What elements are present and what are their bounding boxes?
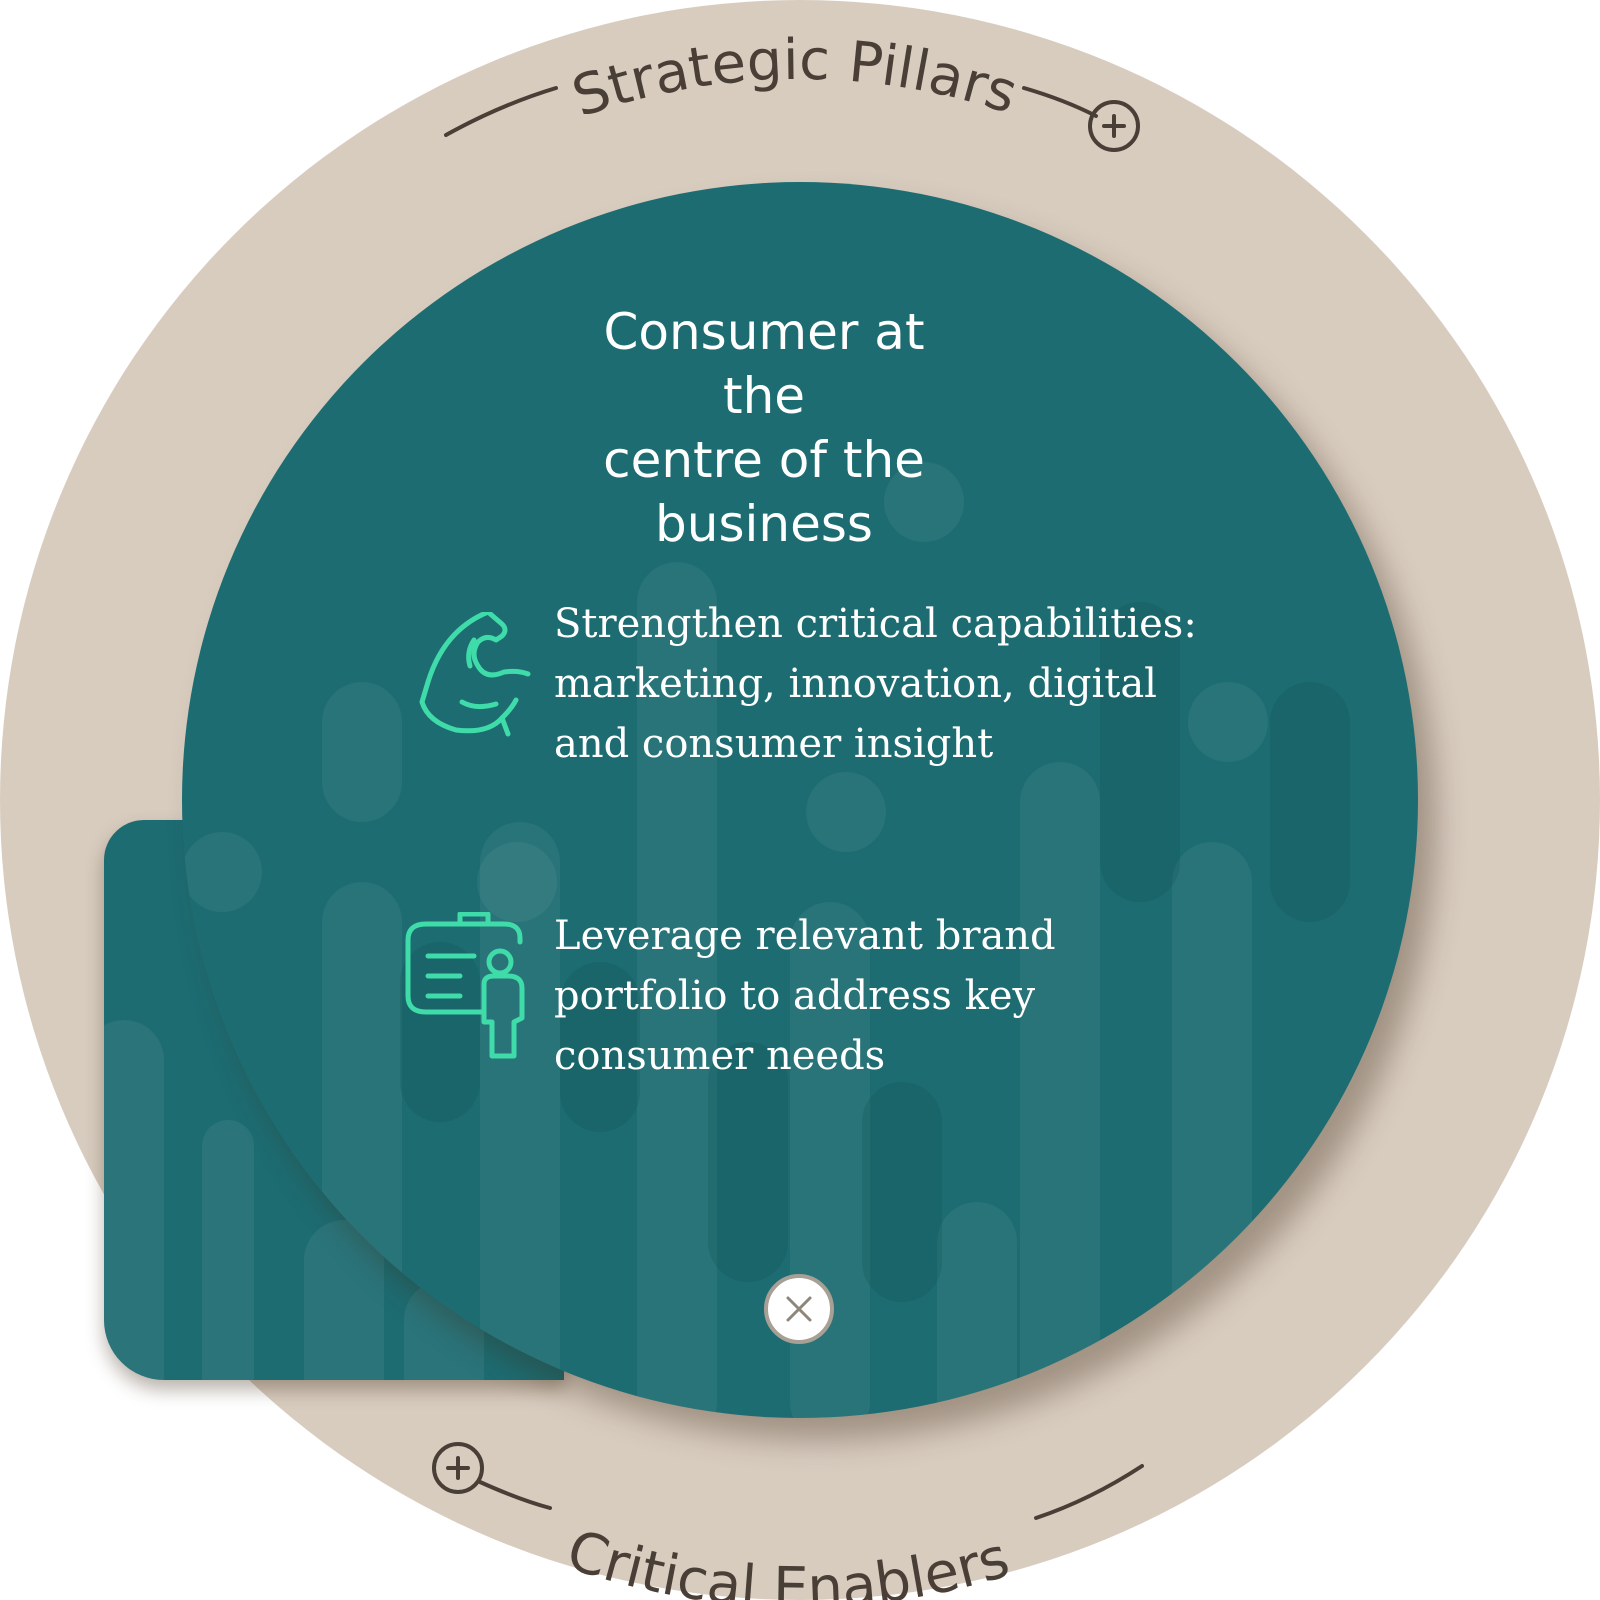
close-icon	[786, 1296, 812, 1322]
pillar-1-line-3: and consumer insight	[554, 721, 994, 767]
center-title-line-2: centre of the business	[603, 431, 925, 553]
pillar-2-line-1: Leverage relevant brand	[554, 913, 1056, 959]
pillar-1-line-2: marketing, innovation, digital	[554, 661, 1157, 707]
pillar-2-line-2: portfolio to address key	[554, 973, 1036, 1019]
plus-icon	[446, 1456, 470, 1480]
center-title-line-1: Consumer at the	[603, 303, 925, 425]
pillar-capabilities-text: Strengthen critical capabilities: marketi…	[554, 594, 1254, 774]
expand-enablers-button[interactable]	[432, 1442, 484, 1494]
close-button[interactable]	[764, 1274, 834, 1344]
pillar-1-line-1: Strengthen critical capabilities:	[554, 601, 1197, 647]
back-card-pattern	[104, 1020, 484, 1380]
expand-pillars-button[interactable]	[1088, 100, 1140, 152]
pillar-2-line-3: consumer needs	[554, 1033, 886, 1079]
background-pattern	[182, 462, 1350, 1418]
briefcase-person-icon	[404, 911, 534, 1062]
flexed-arm-icon	[404, 609, 534, 762]
pillar-brand-portfolio-text: Leverage relevant brand portfolio to addr…	[554, 906, 1254, 1086]
plus-icon	[1102, 114, 1126, 138]
